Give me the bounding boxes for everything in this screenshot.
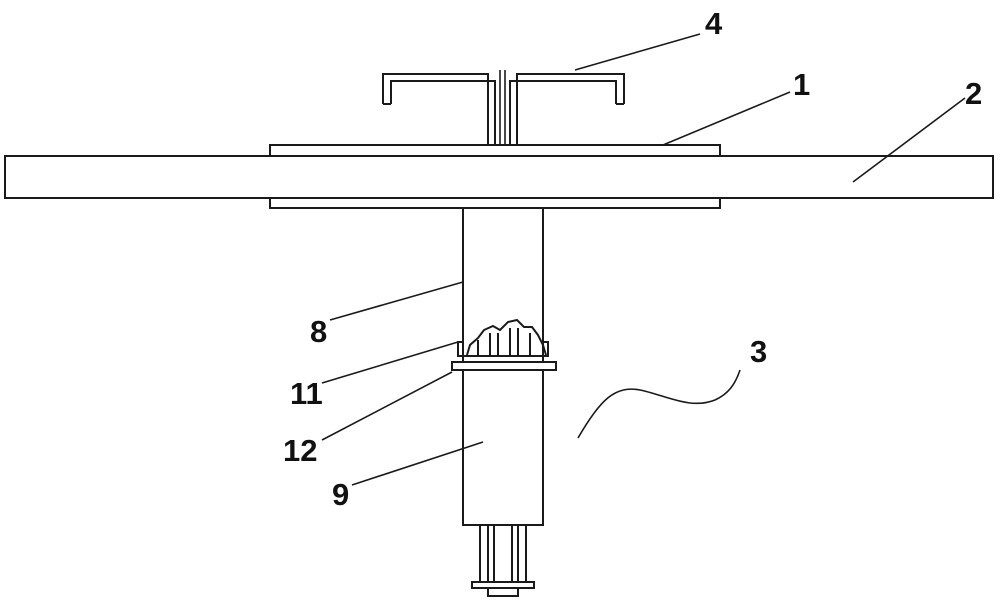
leader-4: [574, 33, 701, 71]
label-1: 1: [793, 67, 810, 102]
label-12: 12: [283, 433, 317, 468]
leader-2: [852, 97, 966, 183]
label-8: 8: [310, 314, 327, 349]
hook-right: [516, 73, 625, 145]
hook-left-inner: [390, 80, 496, 145]
label-9: 9: [332, 477, 349, 512]
leader-8: [329, 281, 464, 321]
label-11: 11: [290, 376, 323, 411]
hook-assembly-part-4: [382, 70, 625, 145]
label-3: 3: [750, 334, 767, 369]
leader-11: [321, 341, 459, 384]
leader-9: [351, 441, 484, 486]
plate-part-2: [4, 155, 994, 199]
wave-line-part-3: [577, 369, 741, 439]
bracket-part-11: [457, 341, 549, 357]
foot-pad: [487, 587, 519, 597]
block-upper-part-1: [269, 144, 721, 157]
gear-profile: [466, 318, 547, 356]
leader-12: [321, 371, 453, 441]
gear-detail: [466, 318, 547, 356]
sleeve-part-9: [462, 369, 544, 526]
block-lower-part-1: [269, 197, 721, 209]
leader-1: [662, 91, 791, 146]
flange-part-12: [451, 361, 557, 371]
label-2: 2: [965, 76, 982, 111]
leader-lines: [321, 33, 966, 486]
label-4: 4: [705, 6, 723, 41]
hook-right-inner: [509, 80, 617, 145]
hook-left: [382, 73, 489, 145]
bottom-legs: [471, 525, 535, 597]
